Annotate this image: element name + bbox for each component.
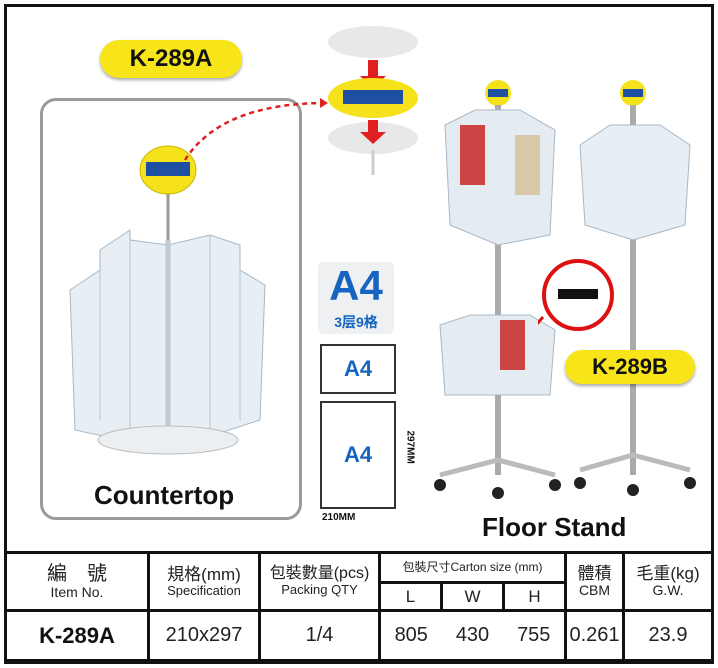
header-spec: 規格(mm)Specification xyxy=(147,551,261,612)
floor-stand-image-right xyxy=(574,80,696,496)
floor-stand-label: Floor Stand xyxy=(482,512,627,542)
model-badge-b: K-289B xyxy=(565,350,695,384)
a4-portrait-diagram: A4 xyxy=(320,401,396,509)
header-w: W xyxy=(440,581,505,612)
cell-cbm: 0.261 xyxy=(564,609,625,662)
cell-gw: 23.9 xyxy=(622,609,714,662)
header-gw: 毛重(kg)G.W. xyxy=(622,551,714,612)
cell-h: 755 xyxy=(503,609,567,662)
header-carton: 包裝尺寸Carton size (mm) xyxy=(378,551,567,584)
cell-w: 430 xyxy=(441,609,504,662)
width-dimension: 210MM xyxy=(322,512,356,523)
countertop-label: Countertop xyxy=(94,480,235,510)
countertop-panel xyxy=(40,98,302,520)
topper-detail-image xyxy=(328,26,418,175)
cell-qty: 1/4 xyxy=(258,609,381,662)
a4-badge-title: A4 xyxy=(329,262,383,309)
header-packing: 包裝數量(pcs)Packing QTY xyxy=(258,551,381,612)
table-row: K-289A 210x297 1/4 805 430 755 0.261 23.… xyxy=(4,609,714,662)
page-frame xyxy=(4,4,714,664)
cell-spec: 210x297 xyxy=(147,609,261,662)
a4-badge xyxy=(318,262,394,334)
height-dimension: 297MM xyxy=(404,430,416,464)
cell-l: 805 xyxy=(378,609,442,662)
header-h: H xyxy=(502,581,567,612)
header-l: L xyxy=(378,581,443,612)
countertop-product-image xyxy=(69,145,266,455)
a4-landscape-diagram: A4 xyxy=(320,344,396,394)
model-badge-a: K-289A xyxy=(100,40,242,78)
a4-badge-subtitle: 3层9格 xyxy=(334,314,378,330)
bracket-detail-icon xyxy=(538,259,614,331)
cell-item: K-289A xyxy=(4,609,150,662)
floor-stand-image-left xyxy=(434,80,561,499)
dashed-arrow xyxy=(183,98,328,161)
